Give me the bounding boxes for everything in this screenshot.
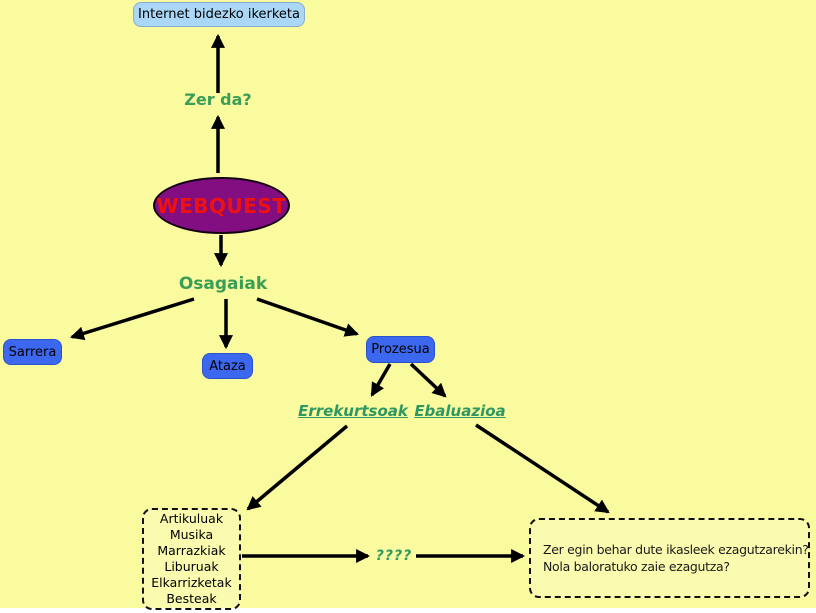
- heading-ebaluazioa: Ebaluazioa: [413, 401, 507, 421]
- node-label: Ataza: [209, 358, 246, 374]
- node-webquest-ellipse: WEBQUEST: [153, 177, 290, 234]
- mystery-question-marks: ????: [372, 546, 416, 566]
- arrow-errekurtsoak-to-resources: [246, 424, 349, 511]
- heading-label: Osagaiak: [178, 274, 268, 294]
- heading-label: Errekurtsoak: [298, 402, 408, 420]
- evaluation-line: Zer egin behar dute ikasleek ezagutzarek…: [543, 541, 809, 557]
- resource-item: Marrazkiak: [157, 543, 226, 558]
- node-prozesua: Prozesua: [366, 336, 435, 363]
- heading-errekurtsoak: Errekurtsoak: [298, 401, 408, 421]
- evaluation-question-lines: Zer egin behar dute ikasleek ezagutzarek…: [531, 520, 809, 596]
- resource-item: Besteak: [166, 591, 217, 606]
- heading-label: Ebaluazioa: [414, 402, 506, 420]
- node-sarrera: Sarrera: [3, 339, 62, 365]
- node-internet-bidezko-ikerketa: Internet bidezko ikerketa: [133, 2, 305, 27]
- node-label: Prozesua: [371, 342, 430, 357]
- arrow-prozesua-to-ebaluazioa: [409, 362, 447, 398]
- node-label: Internet bidezko ikerketa: [138, 7, 300, 22]
- heading-label: Zer da?: [184, 89, 252, 109]
- arrow-prozesua-to-errekurtsoak: [370, 363, 392, 397]
- node-label: Sarrera: [8, 344, 57, 360]
- resource-item: Artikuluak: [159, 511, 224, 526]
- resource-item: Elkarrizketak: [151, 575, 232, 590]
- webquest-label: WEBQUEST: [156, 193, 287, 218]
- resource-item: Liburuak: [164, 559, 219, 574]
- heading-zer-da: Zer da?: [168, 88, 268, 110]
- resource-item: Musika: [169, 527, 214, 542]
- arrow-ebaluazioa-to-evaluation: [475, 423, 610, 514]
- node-evaluation-questions: Zer egin behar dute ikasleek ezagutzarek…: [529, 518, 810, 598]
- node-ataza: Ataza: [202, 353, 253, 379]
- evaluation-line: Nola baloratuko zaie ezagutza?: [543, 559, 730, 574]
- node-resource-list: Artikuluak Musika Marrazkiak Liburuak El…: [142, 508, 241, 610]
- heading-osagaiak: Osagaiak: [173, 273, 273, 295]
- arrow-osagaiak-to-sarrera: [69, 297, 195, 341]
- mystery-label: ????: [375, 548, 413, 564]
- arrow-osagaiak-to-prozesua: [256, 297, 359, 337]
- resource-list-items: Artikuluak Musika Marrazkiak Liburuak El…: [144, 510, 239, 608]
